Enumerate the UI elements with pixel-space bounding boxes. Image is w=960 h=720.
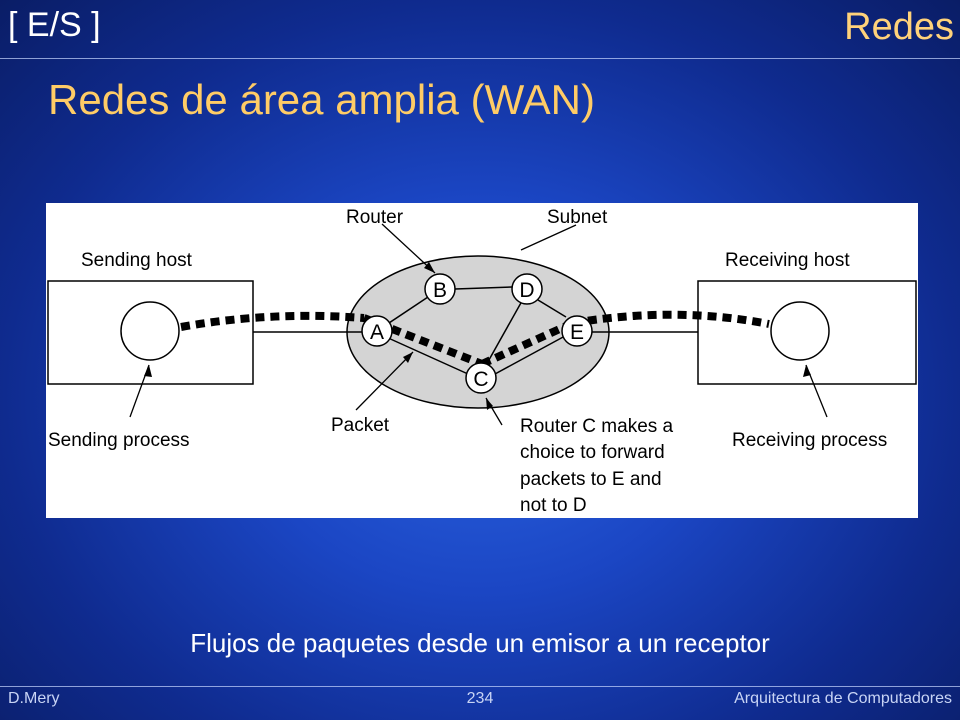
router-b-label: B	[433, 279, 447, 302]
arrowhead	[803, 365, 811, 377]
router-a: A	[361, 315, 393, 347]
wan-diagram: A B D E C	[46, 203, 918, 518]
router-c-note-line: choice to forward	[520, 442, 665, 463]
router-b: B	[424, 273, 456, 305]
slide-title: Redes de área amplia (WAN)	[48, 76, 595, 123]
packet-pointer	[355, 351, 414, 411]
router-e-label: E	[570, 321, 584, 344]
wan-diagram-svg: A B D E C	[47, 207, 917, 516]
router-c-note-line: not to D	[520, 495, 587, 516]
section-tag: [ E/S ]	[8, 6, 101, 44]
router-c-label: C	[473, 368, 488, 391]
arrowhead	[424, 262, 435, 273]
router-pointer	[381, 223, 436, 274]
router-c: C	[465, 362, 497, 394]
pointer-arrowheads	[144, 262, 811, 410]
arrowhead	[144, 365, 152, 377]
section-title: Redes	[844, 6, 954, 48]
footer-author: D.Mery	[8, 690, 60, 707]
pointer-lines	[129, 223, 828, 426]
footer-divider	[0, 686, 960, 687]
arrowhead	[486, 398, 493, 410]
link-c-e	[494, 335, 566, 375]
label-packet: Packet	[331, 415, 390, 436]
label-receiving-process: Receiving process	[732, 430, 887, 451]
link-b-d	[454, 286, 513, 290]
label-sending-host: Sending host	[81, 250, 193, 271]
footer-course: Arquitectura de Computadores	[734, 690, 952, 707]
router-a-label: A	[370, 321, 384, 344]
header-divider	[0, 58, 960, 59]
label-receiving-host: Receiving host	[725, 250, 850, 271]
router-d-label: D	[519, 279, 534, 302]
sending-process-circle	[120, 301, 180, 361]
router-d: D	[511, 273, 543, 305]
router-e: E	[561, 315, 593, 347]
link-d-e	[537, 299, 567, 318]
label-sending-process: Sending process	[48, 430, 190, 451]
link-c-d	[484, 300, 523, 368]
slide-caption: Flujos de paquetes desde un emisor a un …	[190, 628, 770, 658]
packet-path-segment	[572, 310, 770, 328]
receiving-process-circle	[770, 301, 830, 361]
packet-path-segment	[480, 319, 575, 368]
link-a-c	[385, 336, 469, 375]
label-subnet: Subnet	[547, 207, 608, 228]
label-router: Router	[346, 207, 404, 228]
subnet-pointer	[520, 224, 577, 251]
router-c-note-line: Router C makes a	[520, 416, 674, 437]
label-router-c-note: Router C makes a choice to forward packe…	[520, 416, 678, 516]
router-c-note-line: packets to E and	[520, 469, 662, 490]
packet-path-segment	[180, 311, 365, 331]
footer-page-number: 234	[466, 690, 494, 707]
arrowhead	[403, 352, 413, 363]
